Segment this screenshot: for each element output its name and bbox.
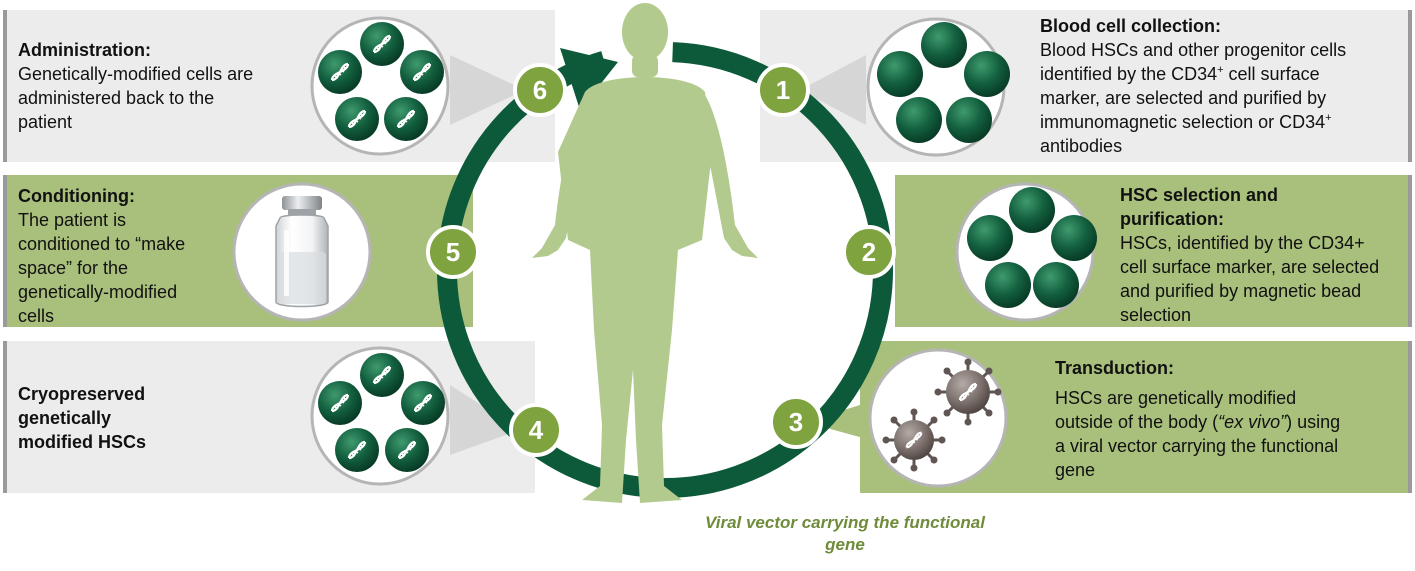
connector-step-5 [368, 210, 440, 292]
badge-step-3: 3 [769, 395, 823, 449]
step-5-title: Conditioning: [18, 186, 135, 206]
step-4-title: Cryopreserved genetically modified HSCs [18, 384, 147, 452]
step-3-body: HSCs are genetically modified outside of… [1055, 388, 1341, 480]
connector-step-6 [450, 55, 525, 125]
step-1-body: Blood HSCs and other progenitor cells id… [1040, 40, 1347, 156]
badge-step-4-label: 4 [529, 415, 544, 445]
connector-step-4 [450, 385, 520, 455]
cryopreserved-cells-icon [310, 346, 450, 486]
step-6-text: Administration: Genetically-modified cel… [18, 38, 268, 134]
step-5-body: The patient is conditioned to “make spac… [18, 210, 186, 326]
step-6-body: Genetically-modified cells are administe… [18, 64, 254, 132]
step-1-title: Blood cell collection: [1040, 16, 1222, 36]
badge-step-4: 4 [509, 403, 563, 457]
step-2-body: HSCs, identified by the CD34+ cell surfa… [1120, 233, 1380, 325]
badge-step-1: 1 [756, 63, 810, 117]
connector-step-2 [880, 210, 960, 292]
badge-step-3-label: 3 [789, 407, 803, 437]
step-3-text: Transduction: HSCs are genetically modif… [1055, 356, 1355, 482]
viral-vector-icon [868, 348, 1008, 488]
arrowhead-icon [560, 48, 618, 110]
step-4-text: Cryopreserved genetically modified HSCs [18, 382, 188, 454]
connector-step-1 [800, 55, 866, 125]
step-2-title: HSC selection and purification: [1120, 185, 1279, 229]
badge-step-1-label: 1 [776, 75, 790, 105]
badge-step-5-label: 5 [446, 237, 460, 267]
vial-icon [232, 182, 372, 322]
badge-step-2: 2 [842, 225, 896, 279]
badge-step-6-label: 6 [533, 75, 547, 105]
badge-step-5: 5 [426, 225, 480, 279]
patient-silhouette-icon [532, 3, 758, 503]
blood-cells-icon [866, 17, 1010, 157]
hsc-cells-icon [955, 182, 1097, 322]
badge-step-6: 6 [513, 63, 567, 117]
step-1-text: Blood cell collection: Blood HSCs and ot… [1040, 14, 1370, 158]
step-3-title: Transduction: [1055, 358, 1175, 378]
step-5-text: Conditioning: The patient is conditioned… [18, 184, 218, 328]
viral-vector-caption: Viral vector carrying the functional gen… [705, 513, 985, 554]
step-2-text: HSC selection and purification: HSCs, id… [1120, 183, 1382, 327]
step-6-title: Administration: [18, 40, 151, 60]
modified-cells-icon [310, 16, 450, 156]
badge-step-2-label: 2 [862, 237, 876, 267]
